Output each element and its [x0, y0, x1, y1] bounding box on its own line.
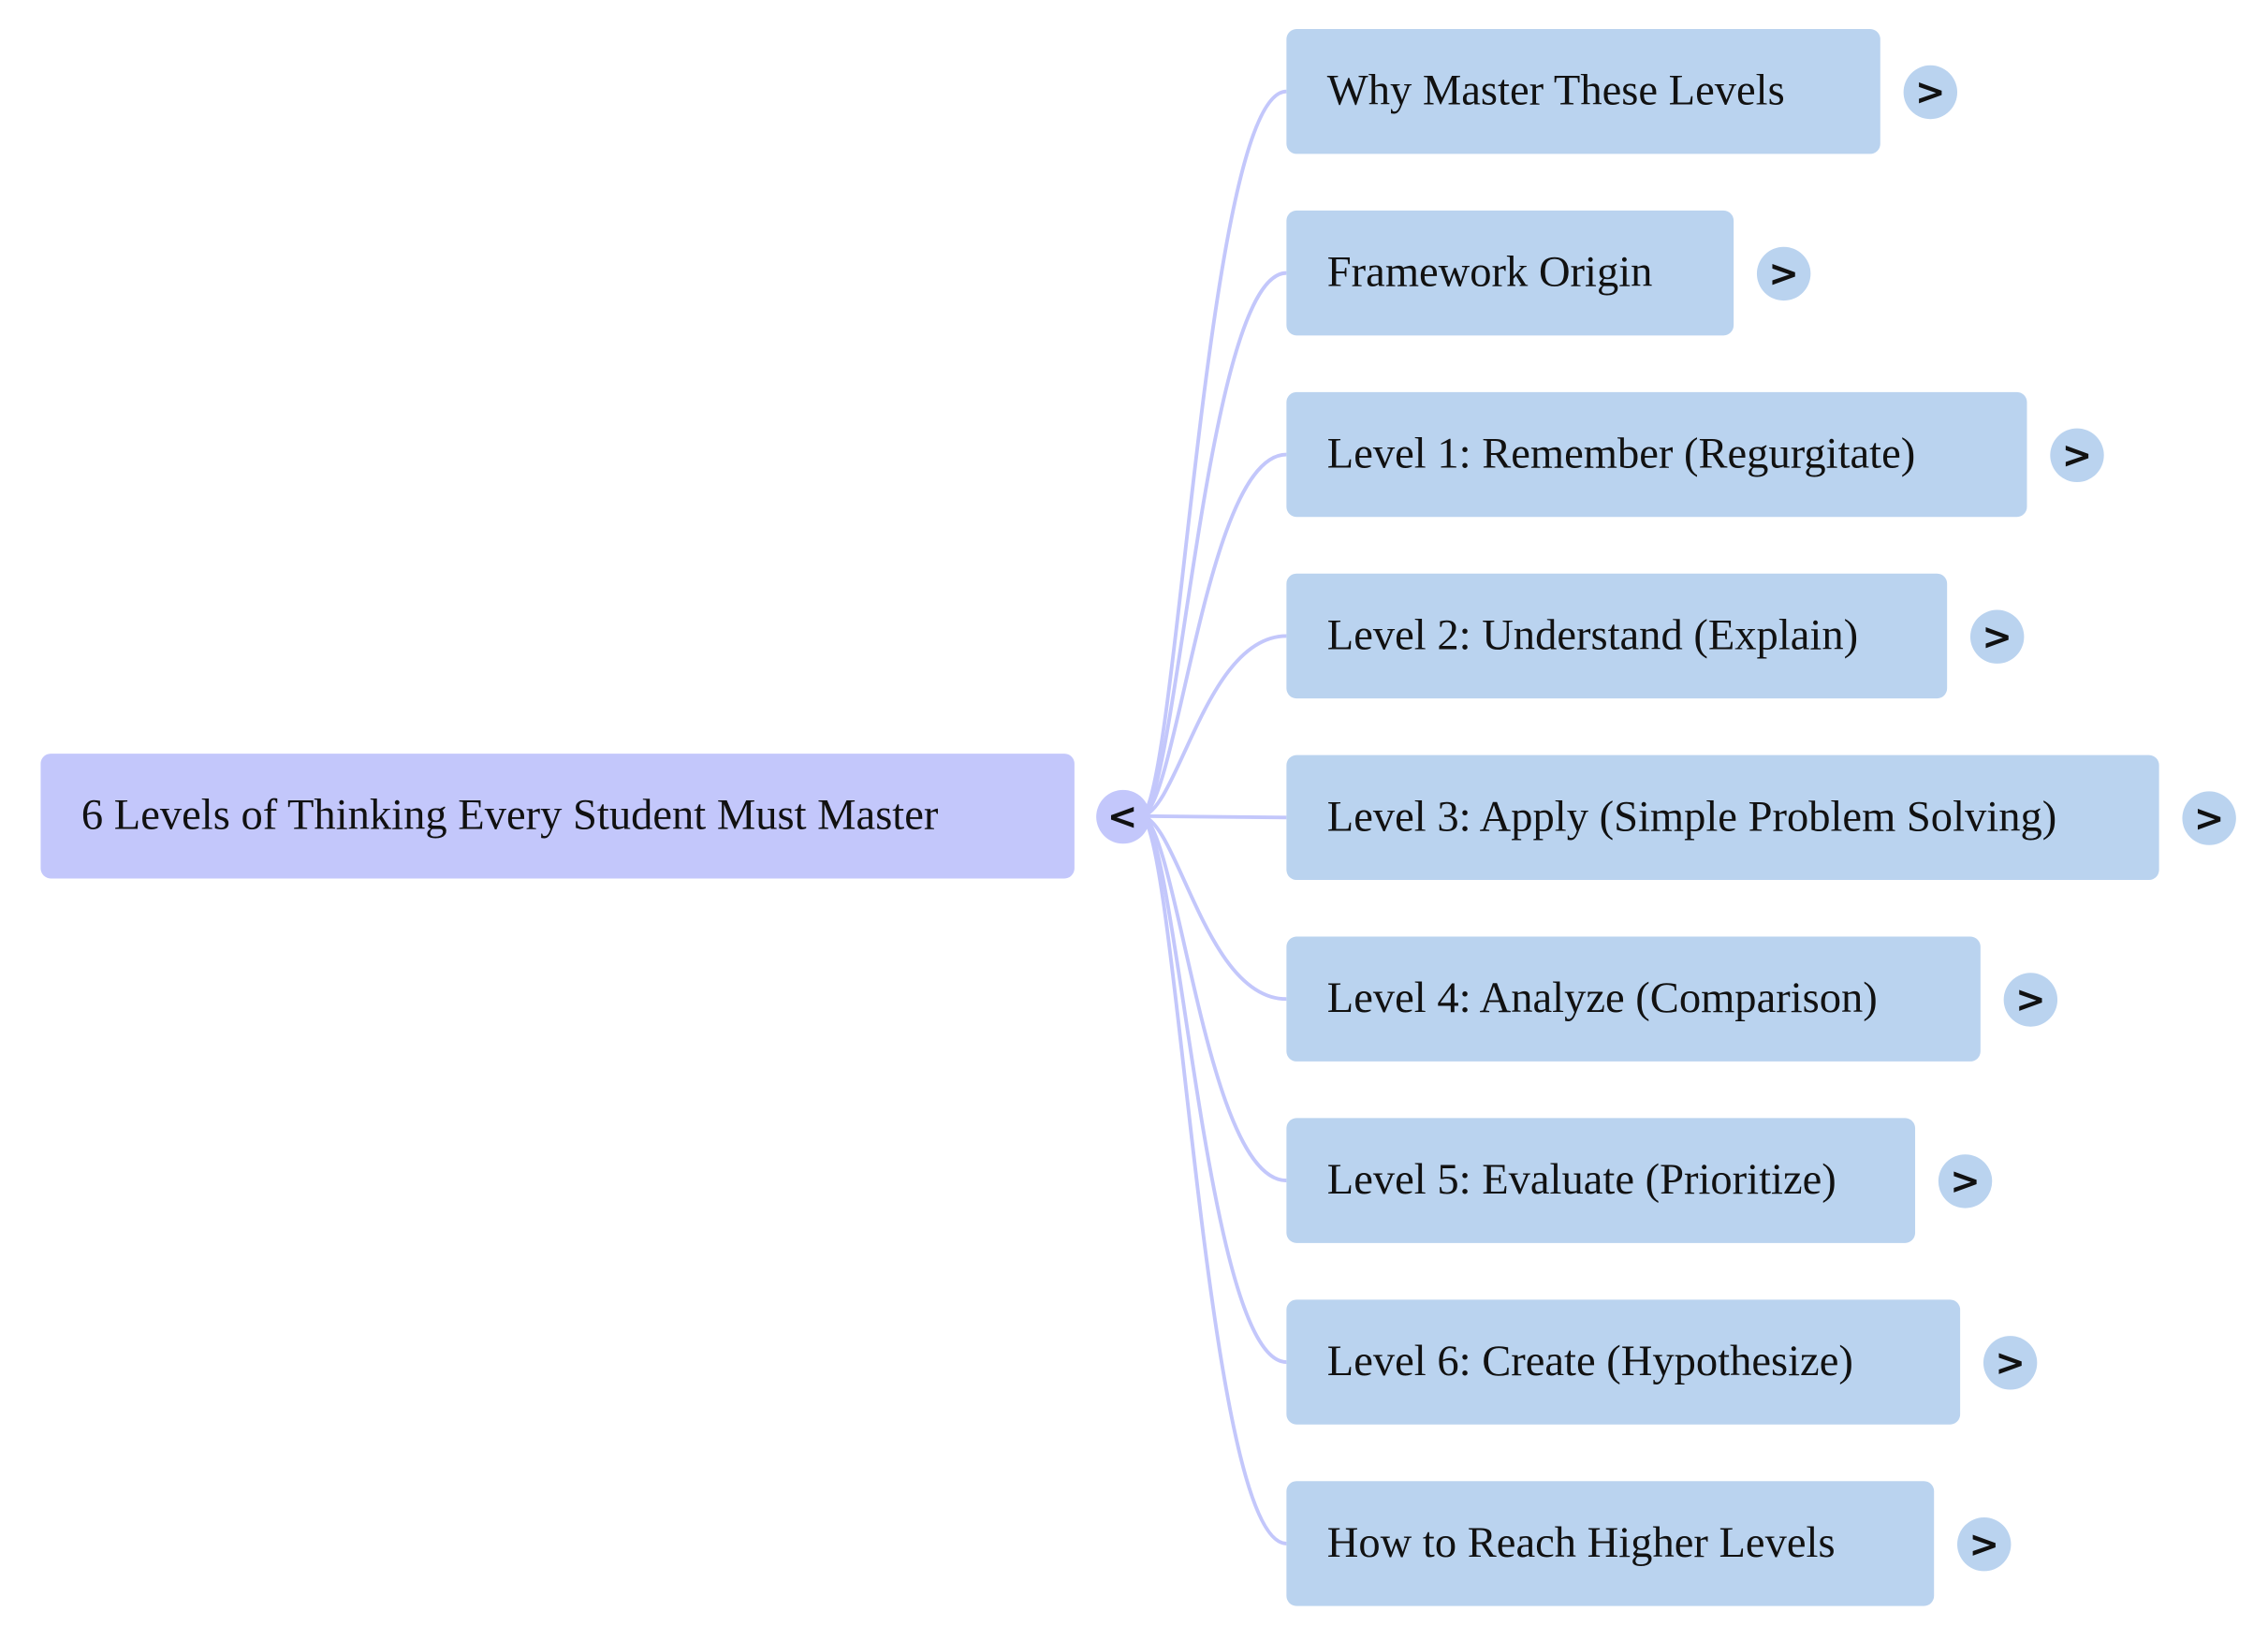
- branch-node-label: Level 3: Apply (Simple Problem Solving): [1326, 792, 2057, 842]
- connector-line: [1141, 452, 1287, 818]
- connector-line: [1141, 814, 1287, 1183]
- expand-toggle-icon[interactable]: >: [2003, 972, 2058, 1026]
- branch-node-level-2[interactable]: Level 2: Understand (Explain): [1286, 573, 1948, 699]
- branch-node-why-master[interactable]: Why Master These Levels: [1286, 29, 1880, 154]
- connector-line: [1142, 813, 1287, 820]
- branch-node-level-4[interactable]: Level 4: Analyze (Comparison): [1286, 936, 1981, 1062]
- branch-node-label: Level 2: Understand (Explain): [1326, 611, 1859, 660]
- connector-line: [1141, 814, 1287, 1364]
- expand-toggle-icon[interactable]: >: [1938, 1153, 1993, 1208]
- root-node[interactable]: 6 Levels of Thinking Every Student Must …: [40, 754, 1075, 879]
- connector-line: [1142, 634, 1287, 818]
- connector-line: [1141, 271, 1287, 818]
- branch-node-level-1[interactable]: Level 1: Remember (Regurgitate): [1286, 391, 2027, 518]
- connector-line: [1141, 89, 1287, 818]
- expand-toggle-icon[interactable]: >: [2050, 427, 2104, 482]
- branch-node-label: How to Reach Higher Levels: [1326, 1518, 1836, 1567]
- expand-toggle-icon[interactable]: >: [1969, 608, 2025, 664]
- expand-toggle-icon[interactable]: >: [1903, 65, 1958, 119]
- branch-node-label: Level 4: Analyze (Comparison): [1326, 974, 1878, 1023]
- expand-toggle-icon[interactable]: >: [1756, 245, 1811, 300]
- branch-node-label: Level 5: Evaluate (Prioritize): [1326, 1155, 1836, 1204]
- collapse-toggle-icon[interactable]: <: [1095, 789, 1149, 843]
- branch-node-label: Why Master These Levels: [1326, 66, 1785, 115]
- branch-node-label: Framework Origin: [1326, 248, 1653, 297]
- expand-toggle-icon[interactable]: >: [2182, 790, 2236, 845]
- branch-node-level-3[interactable]: Level 3: Apply (Simple Problem Solving): [1286, 754, 2159, 881]
- branch-node-level-6[interactable]: Level 6: Create (Hypothesize): [1286, 1299, 1961, 1425]
- branch-node-label: Level 1: Remember (Regurgitate): [1326, 430, 1916, 478]
- connector-line: [1142, 813, 1287, 1002]
- expand-toggle-icon[interactable]: >: [1983, 1335, 2038, 1389]
- branch-node-reach-higher[interactable]: How to Reach Higher Levels: [1286, 1481, 1935, 1606]
- root-node-label: 6 Levels of Thinking Every Student Must …: [80, 791, 939, 840]
- expand-toggle-icon[interactable]: >: [1957, 1516, 2012, 1571]
- connector-line: [1141, 814, 1287, 1545]
- branch-node-level-5[interactable]: Level 5: Evaluate (Prioritize): [1286, 1118, 1916, 1243]
- branch-node-framework-origin[interactable]: Framework Origin: [1286, 210, 1734, 336]
- branch-node-label: Level 6: Create (Hypothesize): [1326, 1337, 1853, 1385]
